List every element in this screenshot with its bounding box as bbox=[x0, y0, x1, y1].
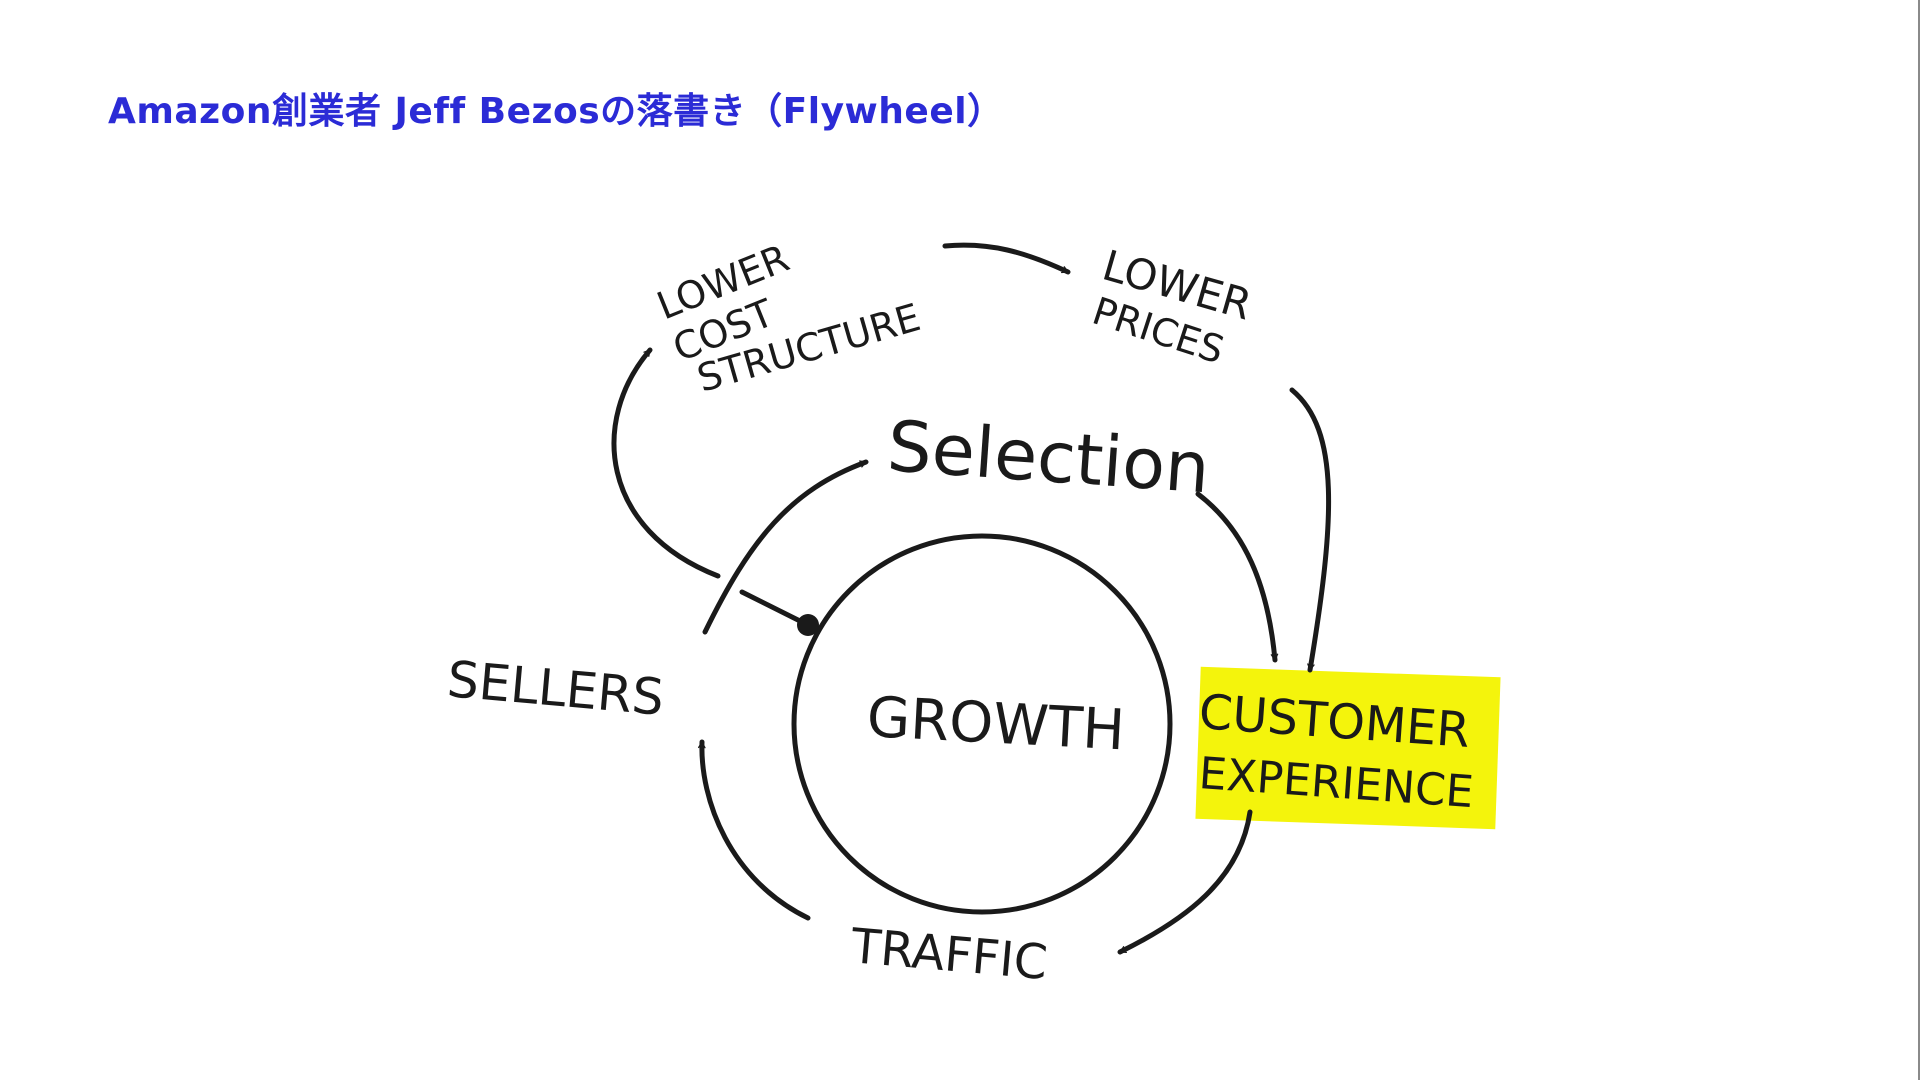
hub-spoke bbox=[739, 589, 811, 628]
arrow-selection-to-customer-experience bbox=[1195, 491, 1279, 663]
arrow-growth-to-lower-cost bbox=[611, 347, 721, 579]
arrow-sellers-to-selection bbox=[702, 459, 869, 635]
hub-dot bbox=[797, 614, 819, 636]
label-sellers: SELLERS bbox=[445, 650, 666, 727]
label-selection: Selection bbox=[885, 405, 1213, 509]
label-traffic: TRAFFIC bbox=[848, 918, 1050, 991]
arrow-lower-prices-to-customer-experience bbox=[1289, 387, 1332, 673]
arrow-traffic-to-sellers bbox=[698, 739, 811, 921]
arrow-customer-experience-to-traffic bbox=[1117, 809, 1253, 955]
growth-circle bbox=[791, 533, 1173, 915]
customer-experience-highlight bbox=[1195, 666, 1501, 830]
slide-edge bbox=[1918, 0, 1920, 1080]
slide-title: Amazon創業者 Jeff Bezosの落書き（Flywheel） bbox=[108, 91, 1004, 132]
label-growth: GROWTH bbox=[865, 685, 1126, 763]
arrow-cost-to-prices bbox=[942, 242, 1071, 275]
